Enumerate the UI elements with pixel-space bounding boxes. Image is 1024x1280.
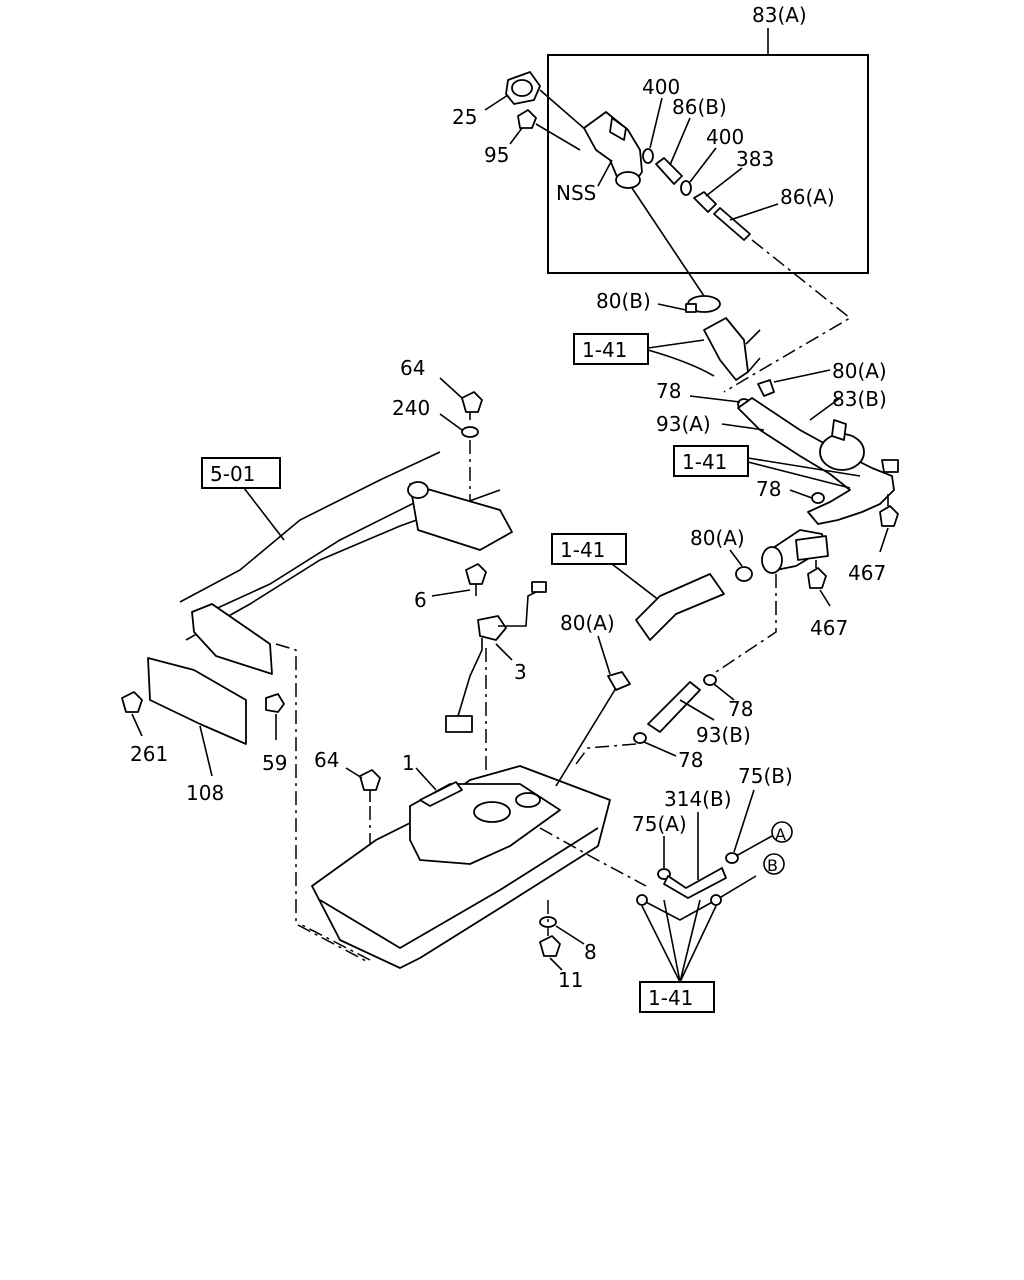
washer-240[interactable] (461, 426, 479, 438)
label-78-low1: 78 (728, 697, 753, 721)
clip-78-mid[interactable] (811, 492, 825, 504)
clamp-80a-low[interactable] (607, 671, 631, 691)
label-11: 11 (558, 968, 583, 992)
label-6: 6 (414, 588, 427, 612)
label-240: 240 (392, 396, 430, 420)
label-383: 383 (736, 147, 774, 171)
clip-75b[interactable] (725, 852, 739, 864)
label-80a-mid: 80(A) (690, 526, 745, 550)
hose-86a[interactable] (713, 207, 751, 241)
ref-box-1-41-upper[interactable] (573, 333, 649, 365)
connector-a-marker (771, 821, 793, 843)
label-1: 1 (402, 751, 415, 775)
ref-1-41-right[interactable]: 1-41 (682, 450, 727, 474)
label-78-low2: 78 (678, 748, 703, 772)
valve-383[interactable] (693, 191, 717, 213)
label-80a-top: 80(A) (832, 359, 887, 383)
label-467-right: 467 (848, 561, 886, 585)
label-93a: 93(A) (656, 412, 711, 436)
clip-78-low1[interactable] (703, 674, 717, 686)
clip-400-lower[interactable] (680, 180, 692, 196)
label-93b: 93(B) (696, 723, 751, 747)
bolt-11[interactable] (539, 935, 561, 957)
clamp-80a-mid[interactable] (735, 566, 753, 582)
label-25: 25 (452, 105, 477, 129)
rubber-hose-upper[interactable] (703, 317, 761, 381)
ref-box-1-41-right[interactable] (673, 445, 749, 477)
label-75a: 75(A) (632, 812, 687, 836)
ref-1-41-upper[interactable]: 1-41 (582, 338, 627, 362)
ref-box-5-01[interactable] (201, 457, 281, 489)
bolt-6[interactable] (465, 563, 487, 596)
fuel-sender-3[interactable] (445, 581, 547, 733)
hose-86b[interactable] (655, 157, 683, 185)
label-59: 59 (262, 751, 287, 775)
label-80a-low: 80(A) (560, 611, 615, 635)
filler-neck-nss[interactable] (583, 111, 643, 189)
fuel-hose-main[interactable] (635, 573, 725, 641)
label-3: 3 (514, 660, 527, 684)
ref-box-1-41-lower[interactable] (639, 981, 715, 1013)
label-64-lower: 64 (314, 748, 339, 772)
ref-5-01[interactable]: 5-01 (210, 462, 255, 486)
bolt-467-right[interactable] (879, 494, 899, 527)
bolt-261[interactable] (121, 691, 143, 713)
label-83b: 83(B) (832, 387, 887, 411)
label-75b: 75(B) (738, 764, 793, 788)
ref-box-1-41-mid[interactable] (551, 533, 627, 565)
clip-78-low2[interactable] (633, 732, 647, 744)
label-8: 8 (584, 940, 597, 964)
bolt-64-top[interactable] (461, 391, 483, 420)
clip-400-upper[interactable] (642, 148, 654, 164)
ref-1-41-lower[interactable]: 1-41 (648, 986, 693, 1010)
label-b: B (767, 856, 778, 875)
hose-clips-lower[interactable] (636, 894, 722, 906)
hose-314b[interactable] (663, 867, 727, 899)
label-80b: 80(B) (596, 289, 651, 313)
heat-shield-108[interactable] (147, 603, 273, 745)
label-467-lower: 467 (810, 616, 848, 640)
label-a: A (775, 825, 786, 844)
filler-neck-assembly-box (547, 54, 869, 274)
label-83a: 83(A) (752, 3, 807, 27)
label-261: 261 (130, 742, 168, 766)
label-64-top: 64 (400, 356, 425, 380)
breather-hose-93b[interactable] (647, 681, 701, 733)
clamp-80b[interactable] (685, 295, 721, 313)
nut-59[interactable] (265, 693, 285, 713)
screw-95[interactable] (517, 109, 581, 151)
label-95: 95 (484, 143, 509, 167)
connector-b-marker (763, 853, 785, 875)
label-78-top: 78 (656, 379, 681, 403)
label-86a: 86(A) (780, 185, 835, 209)
label-86b: 86(B) (672, 95, 727, 119)
filler-pipe-83b[interactable] (737, 397, 899, 525)
label-314b: 314(B) (664, 787, 732, 811)
ref-1-41-mid[interactable]: 1-41 (560, 538, 605, 562)
filler-pipe-lower-end[interactable] (761, 529, 829, 574)
label-108: 108 (186, 781, 224, 805)
label-400-lower: 400 (706, 125, 744, 149)
clamp-80a-top[interactable] (757, 379, 775, 397)
bolt-467-lower[interactable] (807, 560, 827, 589)
fuel-cap-25[interactable] (505, 71, 587, 131)
bolt-64-lower[interactable] (359, 769, 381, 802)
label-78-mid: 78 (756, 477, 781, 501)
label-nss: NSS (556, 181, 596, 205)
fuel-tank-1[interactable] (311, 765, 611, 969)
label-400-upper: 400 (642, 75, 680, 99)
